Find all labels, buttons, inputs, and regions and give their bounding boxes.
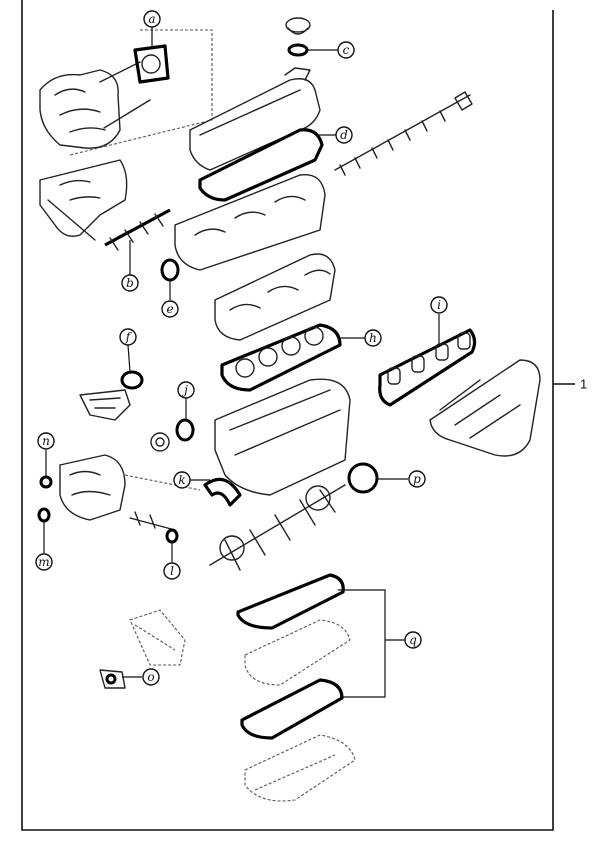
plug-seal-m [37,507,51,523]
callout-j: j [177,381,195,399]
oil-pump-housing [59,454,201,521]
plug-seal-n [39,475,53,489]
valve-cover-gasket-d [198,128,324,202]
svg-text:k: k [178,473,185,487]
oil-pan-gasket-q-upper [236,573,345,630]
callout-o: o [142,668,160,686]
callout-h: h [364,329,382,347]
front-cover-seal-f [120,370,144,390]
oil-pan [244,734,356,802]
svg-text:c: c [343,43,350,57]
diagram-frame [21,0,575,831]
callout-b: b [121,274,139,292]
switch-washer-l [165,528,179,544]
svg-text:o: o [147,670,154,684]
callout-e: e [161,300,179,318]
head-gasket-h [220,323,342,392]
callout-m: m [35,553,53,571]
callout-f: f [119,328,137,346]
water-pump [79,389,131,421]
callout-d: d [335,126,353,144]
exhaust-gasket-i [378,328,477,407]
drain-plug-o [99,669,126,689]
callout-n: n [37,432,55,450]
svg-text:i: i [437,298,441,312]
callout-l: l [163,562,181,580]
intake-manifold [39,159,128,241]
svg-text:m: m [38,555,49,569]
oil-baffle [244,619,351,686]
crank-seal-j [175,418,195,442]
cylinder-head [214,253,336,341]
crankshaft [209,484,346,571]
valve-cover [189,67,321,171]
svg-text:b: b [126,276,134,290]
callout-a: a [143,10,161,28]
oil-pressure-switch [129,511,176,531]
svg-text:d: d [340,128,348,142]
intake-gasket-b [104,208,171,251]
oil-strainer [129,609,186,666]
svg-text:l: l [170,564,174,578]
cap-seal-c [287,43,309,57]
callout-p: p [408,470,426,488]
engine-block [214,378,351,496]
callout-i: i [430,296,448,314]
callout-c: c [337,41,355,59]
oil-pump-gear [150,432,170,452]
cam-seal-e [160,258,180,282]
svg-text:p: p [413,472,421,486]
water-outlet-housing [39,29,213,156]
svg-text:h: h [369,331,377,345]
rear-main-seal-p [347,462,379,494]
thermostat-gasket-a [133,44,170,84]
camshaft [334,91,473,176]
callout-k: k [173,471,191,489]
bearing-cap-k [203,477,242,507]
svg-text:j: j [181,383,188,397]
oil-pan-gasket-q-lower [240,678,344,740]
assembly-ref-number: 1 [580,377,587,392]
svg-text:f: f [125,330,133,344]
svg-text:n: n [42,434,50,448]
callout-q: q [404,631,422,649]
q-bracket [338,589,405,698]
svg-text:a: a [148,12,155,26]
svg-text:q: q [409,633,417,647]
exhaust-manifold [429,359,541,457]
svg-text:e: e [166,302,173,316]
cylinder-head-upper [174,173,326,271]
oil-filler-cap [285,17,311,35]
